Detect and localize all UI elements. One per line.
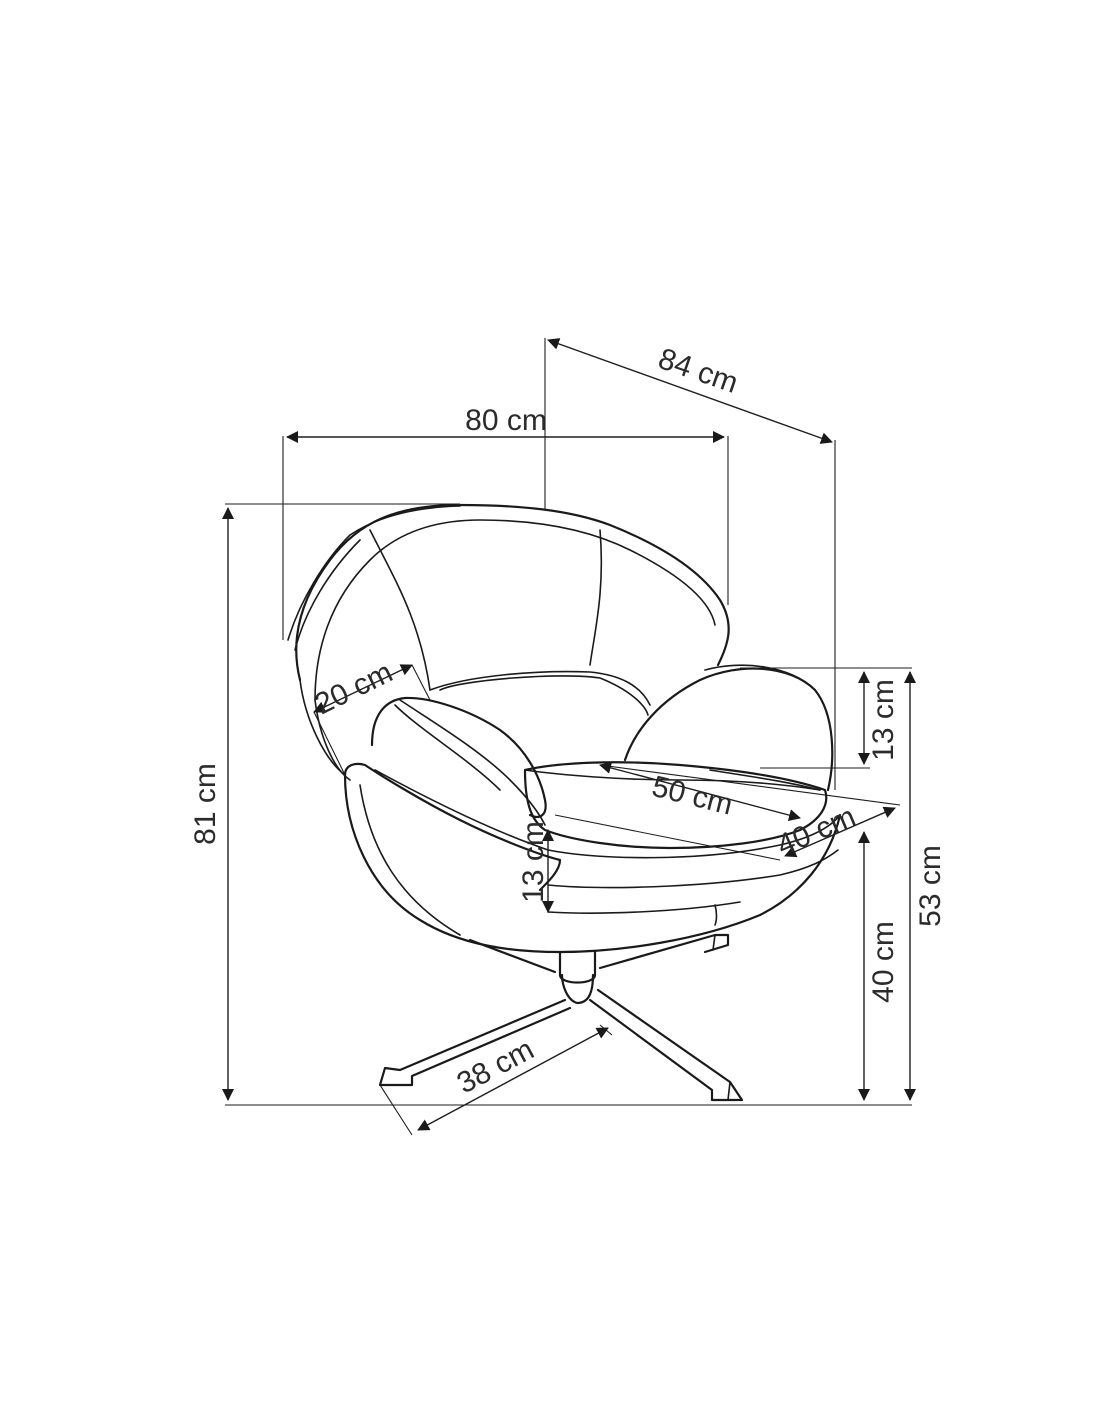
label-total-height: 81 cm	[189, 763, 222, 845]
label-seat-height: 40 cm	[867, 921, 900, 1003]
label-seat-depth: 40 cm	[772, 800, 860, 862]
chair-outline	[287, 503, 842, 954]
chair-base	[378, 933, 744, 1102]
label-armrest-width: 20 cm	[310, 656, 398, 721]
label-arm-height: 53 cm	[914, 845, 947, 927]
label-seat-thickness: 13 cm	[517, 821, 550, 903]
dimension-lines	[222, 338, 916, 1136]
label-arm-offset: 13 cm	[867, 679, 900, 761]
label-width: 80 cm	[465, 404, 547, 437]
label-depth: 84 cm	[654, 342, 742, 400]
